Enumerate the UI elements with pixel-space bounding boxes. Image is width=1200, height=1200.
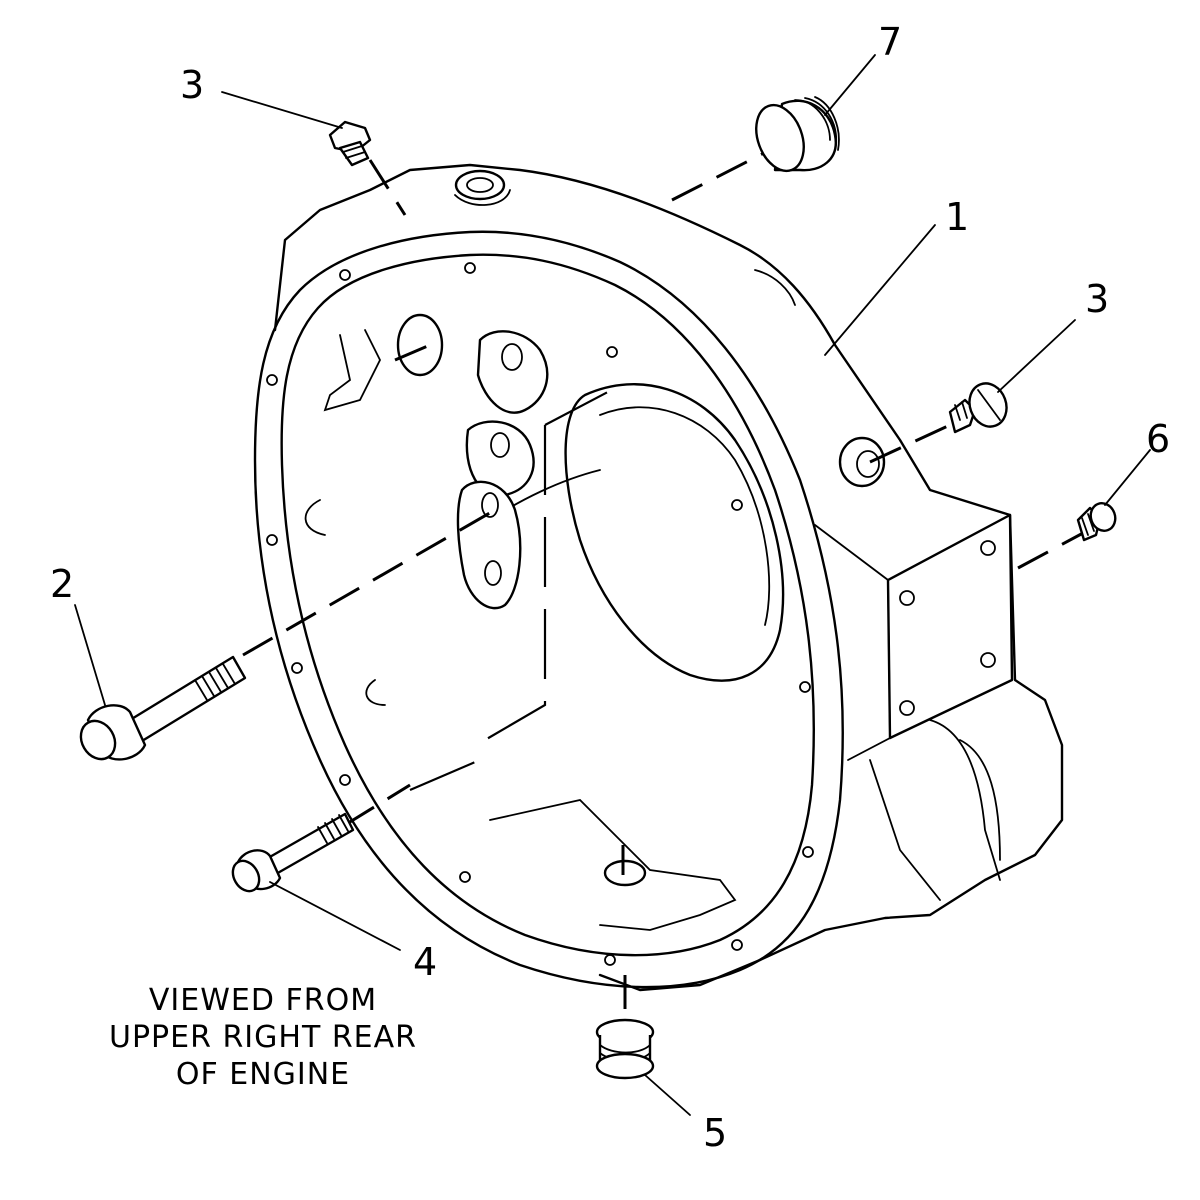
- assembly-line-3-right: [869, 423, 951, 464]
- callout-4: 4: [413, 940, 437, 984]
- assembly-lines: [242, 148, 1086, 1015]
- side-port-hole: [856, 450, 880, 478]
- assembly-line-7: [671, 148, 771, 202]
- callout-5: 5: [703, 1111, 727, 1155]
- plug-icon-part-5: [595, 1018, 655, 1080]
- flange-hole: [339, 774, 351, 786]
- plug-icon-part-6: [1076, 502, 1117, 542]
- hidden-line-lower: [409, 758, 481, 792]
- inner-boss-4-hole-a: [481, 492, 499, 518]
- assembly-line-upper-boss: [394, 343, 431, 362]
- caption-line-2: UPPER RIGHT REAR: [109, 1020, 417, 1055]
- inner-boss-4-hole-b: [484, 560, 502, 586]
- callout-3-top: 3: [180, 63, 204, 107]
- callout-6: 6: [1146, 417, 1170, 461]
- lower-housing-detail: [869, 719, 1001, 901]
- inner-boss-2-hole: [501, 343, 523, 371]
- callout-numbers: 1 2 3 3 4 5 6 7: [50, 20, 1170, 1155]
- assembly-line-6: [1017, 530, 1086, 570]
- interior-web-upper: [323, 329, 382, 412]
- plug-icon-part-3-right: [948, 382, 1008, 434]
- leader-3-right: [997, 319, 1076, 393]
- flange-hole: [266, 534, 278, 546]
- callout-7: 7: [878, 20, 902, 64]
- leader-3-top: [221, 91, 343, 129]
- view-caption: VIEWED FROM UPPER RIGHT REAR OF ENGINE: [109, 983, 417, 1092]
- bolt-icon-part-2: [79, 655, 247, 761]
- flange-hole: [266, 374, 278, 386]
- bore-inner-edge: [599, 406, 771, 626]
- inner-boss-1: [396, 313, 444, 377]
- callout-1: 1: [945, 195, 969, 239]
- pad-hole: [980, 652, 996, 668]
- top-port-boss: [454, 169, 506, 201]
- pad-hole: [899, 590, 915, 606]
- flange-hole: [606, 346, 618, 358]
- caption-line-1: VIEWED FROM: [149, 983, 377, 1018]
- inner-boss-3: [465, 420, 535, 497]
- interior-web-lower-left: [365, 679, 386, 706]
- hidden-line-vertical: [484, 425, 547, 741]
- leader-2: [74, 604, 106, 706]
- interior-floor: [489, 799, 737, 931]
- leader-4: [269, 881, 401, 951]
- flange-bolt-holes: [266, 262, 814, 966]
- bolt-icon-part-4: [231, 812, 355, 893]
- pad-hole: [899, 700, 915, 716]
- leader-1: [824, 224, 936, 356]
- leader-lines: [74, 54, 1151, 1116]
- leader-7: [824, 54, 876, 116]
- top-boss-ridge: [454, 189, 511, 206]
- leader-6: [1104, 449, 1151, 506]
- callout-2: 2: [50, 562, 74, 606]
- flange-hole: [291, 662, 303, 674]
- starter-mount-pad: [886, 513, 1014, 740]
- flange-hole: [464, 262, 476, 274]
- inner-boss-2: [476, 330, 549, 414]
- flange-hole: [604, 954, 616, 966]
- drain-boss: [603, 859, 647, 887]
- interior-web-left: [304, 499, 326, 536]
- flange-hole: [799, 681, 811, 693]
- housing-outer-body: [273, 163, 1064, 992]
- caption-line-3: OF ENGINE: [176, 1057, 350, 1092]
- flange-hole: [731, 939, 743, 951]
- flywheel-housing: [253, 163, 1064, 992]
- upper-housing-lug: [754, 269, 796, 306]
- flange-hole: [802, 846, 814, 858]
- assembly-line-3-top: [368, 159, 407, 216]
- top-port-hole: [466, 177, 494, 193]
- plug-icon-part-3-top: [328, 120, 372, 167]
- inner-boss-3-hole: [490, 432, 510, 458]
- flange-hole: [731, 499, 743, 511]
- plug-icon-part-7: [755, 96, 840, 173]
- side-port-boss: [838, 436, 886, 488]
- starter-pad-side: [814, 524, 891, 761]
- hidden-line-top: [544, 382, 626, 426]
- flange-inner-rim: [280, 253, 815, 957]
- leader-5: [644, 1074, 691, 1116]
- center-bore: [564, 383, 785, 682]
- flange-outer-rim: [253, 230, 844, 989]
- callout-3-right: 3: [1085, 277, 1109, 321]
- flange-hole: [459, 871, 471, 883]
- flange-hole: [339, 269, 351, 281]
- pad-hole: [980, 540, 996, 556]
- inner-boss-4: [456, 480, 522, 610]
- assembly-line-4: [344, 783, 411, 827]
